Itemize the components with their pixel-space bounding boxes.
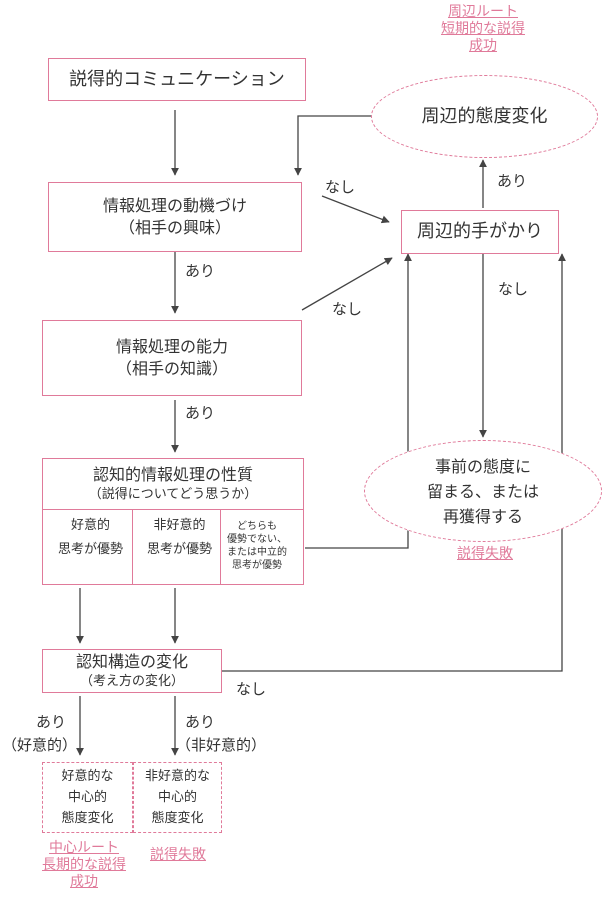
unfavorable-central-change-box: 非好意的な 中心的 態度変化 (133, 762, 222, 833)
nature-columns-box: 好意的 思考が優勢 非好意的 思考が優勢 どちらも 優勢でない、 または中立的 … (42, 509, 304, 585)
arrow-motivation-to-cue (321, 195, 390, 224)
central-route-note: 中心ルート 長期的な説得 成功 (42, 840, 126, 890)
unfavorable-column: 非好意的 思考が優勢 (133, 510, 221, 584)
label-nashi-ability: なし (332, 300, 363, 318)
favorable-column: 好意的 思考が優勢 (43, 510, 133, 584)
label-nashi-motivation: なし (325, 178, 356, 196)
persuasion-failure-bottom: 説得失敗 (150, 847, 206, 863)
ability-box: 情報処理の能力 （相手の知識） (42, 320, 302, 396)
label-ari-ability: あり (185, 404, 216, 422)
label-ari-right: あり (185, 713, 216, 731)
cognitive-structure-box: 認知構造の変化 （考え方の変化） (42, 649, 222, 693)
persuasive-communication-label: 説得的コミュニケーション (69, 68, 285, 90)
arrow-ellipse-to-motivation (294, 115, 371, 176)
nature-title-box: 認知的情報処理の性質 （説得についてどう思うか） (42, 458, 304, 510)
arrow-neutral-to-cue (305, 253, 412, 549)
label-ari-motivation: あり (185, 262, 216, 280)
peripheral-cue-box: 周辺的手がかり (401, 210, 559, 254)
arrow-ability-to-cue (301, 257, 393, 311)
label-nashi-cue: なし (498, 280, 529, 298)
motivation-box: 情報処理の動機づけ （相手の興味） (48, 182, 302, 252)
label-ari-top: あり (497, 172, 528, 190)
persuasive-communication-box: 説得的コミュニケーション (48, 58, 306, 101)
label-ari-left: あり (36, 713, 67, 731)
peripheral-route-note: 周辺ルート 短期的な説得 成功 (441, 4, 525, 54)
neutral-column: どちらも 優勢でない、 または中立的 思考が優勢 (227, 521, 287, 571)
peripheral-attitude-change-ellipse: 周辺的態度変化 (371, 75, 598, 158)
label-unfavorable: （非好意的） (176, 736, 267, 754)
retain-prior-attitude-ellipse: 事前の態度に 留まる、または 再獲得する (364, 440, 602, 542)
favorable-central-change-box: 好意的な 中心的 態度変化 (42, 762, 133, 833)
persuasion-failure-right: 説得失敗 (457, 546, 513, 562)
label-favorable: （好意的） (2, 736, 78, 754)
label-nashi-structure: なし (236, 680, 267, 698)
arrow-structure-to-cue (222, 253, 566, 672)
